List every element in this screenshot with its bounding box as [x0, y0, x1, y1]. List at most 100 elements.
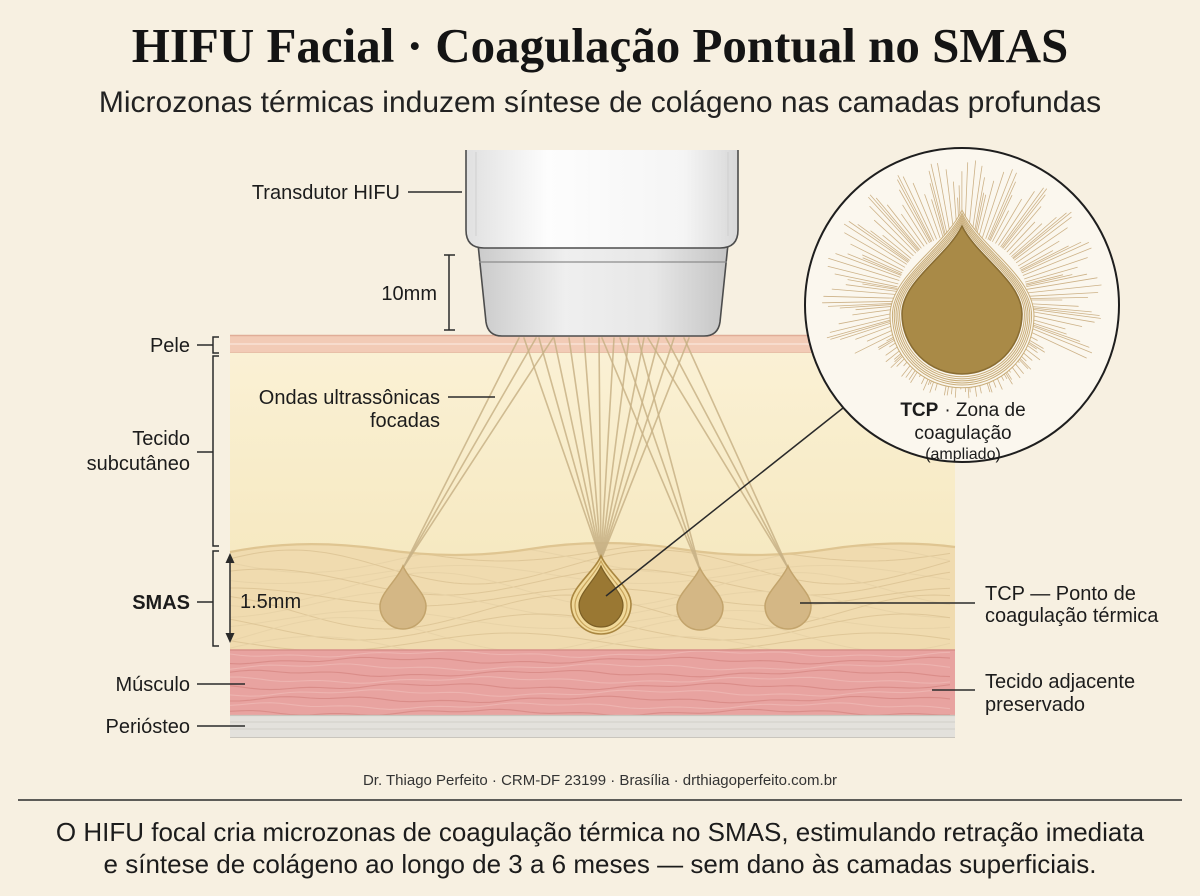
- coagulation-halo-ring: [893, 214, 1031, 384]
- muscle-fiber-line: [230, 663, 951, 671]
- hifu-transducer: [465, 150, 739, 337]
- tcp-active-inner-ring: [574, 559, 628, 632]
- periosteum-label: Periósteo: [106, 716, 191, 738]
- thermal-radiation-line: [976, 194, 987, 237]
- thermal-radiation-line: [1025, 266, 1078, 283]
- thermal-radiation-line: [1026, 310, 1095, 323]
- ultrasound-ray: [637, 337, 701, 571]
- subcutaneous-annotation: Tecido subcutâneo: [87, 355, 219, 547]
- ultrasound-ray: [600, 337, 615, 561]
- smas-fiber-line: [230, 632, 951, 650]
- thermal-radiation-line: [826, 317, 899, 339]
- thermal-radiation-line: [834, 273, 898, 288]
- thermal-radiation-line: [971, 165, 983, 236]
- magnified-label-abbr: TCP: [900, 400, 938, 421]
- thermal-radiation-line: [845, 284, 897, 292]
- thermal-radiation-line: [1009, 223, 1043, 255]
- thermal-radiation-line: [1025, 274, 1064, 285]
- magnifier-leader-line: [605, 407, 844, 597]
- thermal-radiation-line: [847, 253, 902, 276]
- thermal-radiation-line: [855, 305, 897, 311]
- ultrasound-ray: [600, 337, 660, 561]
- thermal-radiation-line: [988, 181, 1016, 241]
- magnified-label-line3: (ampliado): [925, 446, 1001, 463]
- tcp-point: [764, 564, 812, 630]
- transducer-annotation: Transdutor HIFU: [252, 182, 462, 204]
- thermal-radiation-line: [912, 182, 937, 240]
- thermal-radiation-line: [870, 230, 910, 261]
- thermal-radiation-line: [1027, 296, 1089, 300]
- thermal-radiation-line: [840, 319, 900, 340]
- subcutaneous-bracket: [197, 355, 219, 547]
- thermal-radiation-line: [1026, 273, 1088, 288]
- ultrasound-ray: [683, 337, 789, 569]
- smas-annotation: SMAS 1.5mm: [132, 550, 301, 647]
- thermal-radiation-line: [831, 288, 897, 295]
- thermal-radiation-line: [1004, 206, 1042, 251]
- thermal-radiation-line: [990, 194, 1013, 241]
- thermal-radiation-line: [1014, 216, 1072, 261]
- thermal-radiation-line: [829, 315, 899, 333]
- magnified-label-line1: TCP· Zona de: [900, 400, 1025, 421]
- thermal-radiation-line: [1000, 187, 1044, 248]
- thermal-radiation-line: [862, 257, 902, 275]
- thermal-radiation-line: [1027, 303, 1079, 307]
- ultrasound-ray: [665, 337, 789, 569]
- adjacent-label-line2: preservado: [985, 694, 1085, 716]
- muscle-fiber-line: [230, 676, 951, 684]
- thermal-radiation-line: [897, 175, 933, 242]
- thermal-radiation-line: [897, 179, 932, 243]
- ultrasound-ray: [402, 337, 554, 569]
- smas-label: SMAS: [132, 592, 190, 614]
- author-credit: Dr. Thiago Perfeito · CRM-DF 23199 · Bra…: [363, 772, 837, 789]
- thermal-radiation-line: [828, 257, 900, 281]
- muscle-fiber-line: [230, 656, 951, 665]
- magnified-label-line2: coagulação: [914, 423, 1011, 444]
- thermal-radiation-line: [868, 196, 918, 252]
- adjacent-label-line1: Tecido adjacente: [985, 671, 1135, 693]
- arrowhead-down-icon: [225, 633, 235, 643]
- smas-bracket: [197, 550, 219, 647]
- ultrasound-ray: [538, 337, 602, 561]
- page-subtitle: Microzonas térmicas induzem síntese de c…: [99, 86, 1101, 119]
- ultrasound-ray: [402, 337, 537, 569]
- thermal-radiation-line: [1019, 250, 1054, 269]
- thermal-radiation-line: [1016, 227, 1068, 264]
- thermal-radiation-line: [1012, 212, 1067, 259]
- thermal-radiation-line: [830, 318, 900, 340]
- thermal-radiation-line: [1011, 217, 1057, 257]
- thermal-radiation-line: [823, 295, 897, 299]
- thermal-radiation-line: [924, 194, 941, 239]
- thermal-radiation-line: [869, 194, 919, 251]
- thermal-radiation-line: [1027, 306, 1100, 316]
- thermal-radiation-line: [822, 300, 897, 304]
- coagulation-halo-ring: [899, 221, 1025, 378]
- thermal-radiation-line: [995, 198, 1022, 244]
- thermal-radiation-line: [874, 219, 914, 257]
- magnified-coagulation-zone: TCP· Zona de coagulação (ampliado): [804, 147, 1120, 463]
- waves-label-line1: Ondas ultrassônicas: [259, 387, 440, 409]
- thermal-radiation-line: [1013, 211, 1072, 260]
- waves-annotation: Ondas ultrassônicas focadas: [259, 387, 495, 432]
- thermal-radiation-line: [1018, 240, 1060, 267]
- thermal-radiation-line: [899, 189, 930, 244]
- ultrasound-ray: [523, 337, 602, 561]
- skin-annotation: Pele: [150, 335, 219, 357]
- thermal-radiation-line: [857, 224, 909, 262]
- thermal-radiation-line: [985, 169, 1013, 239]
- distance-bracket: [444, 254, 455, 331]
- thermal-radiation-line: [1022, 247, 1092, 276]
- thermal-radiation-line: [1021, 241, 1082, 272]
- thermal-radiation-line: [1024, 257, 1088, 280]
- muscle-fiber-line: [230, 682, 951, 691]
- thermal-radiation-line: [827, 265, 899, 285]
- ultrasound-ray: [647, 337, 789, 569]
- coagulation-halo-ring: [897, 219, 1027, 380]
- thermal-radiation-line: [887, 204, 922, 249]
- skin-label: Pele: [150, 335, 190, 357]
- thermal-radiation-line: [930, 163, 948, 237]
- adjacent-tissue-annotation: Tecido adjacente preservado: [932, 671, 1135, 716]
- thermal-radiation-line: [973, 177, 985, 236]
- arrowhead-up-icon: [225, 553, 235, 563]
